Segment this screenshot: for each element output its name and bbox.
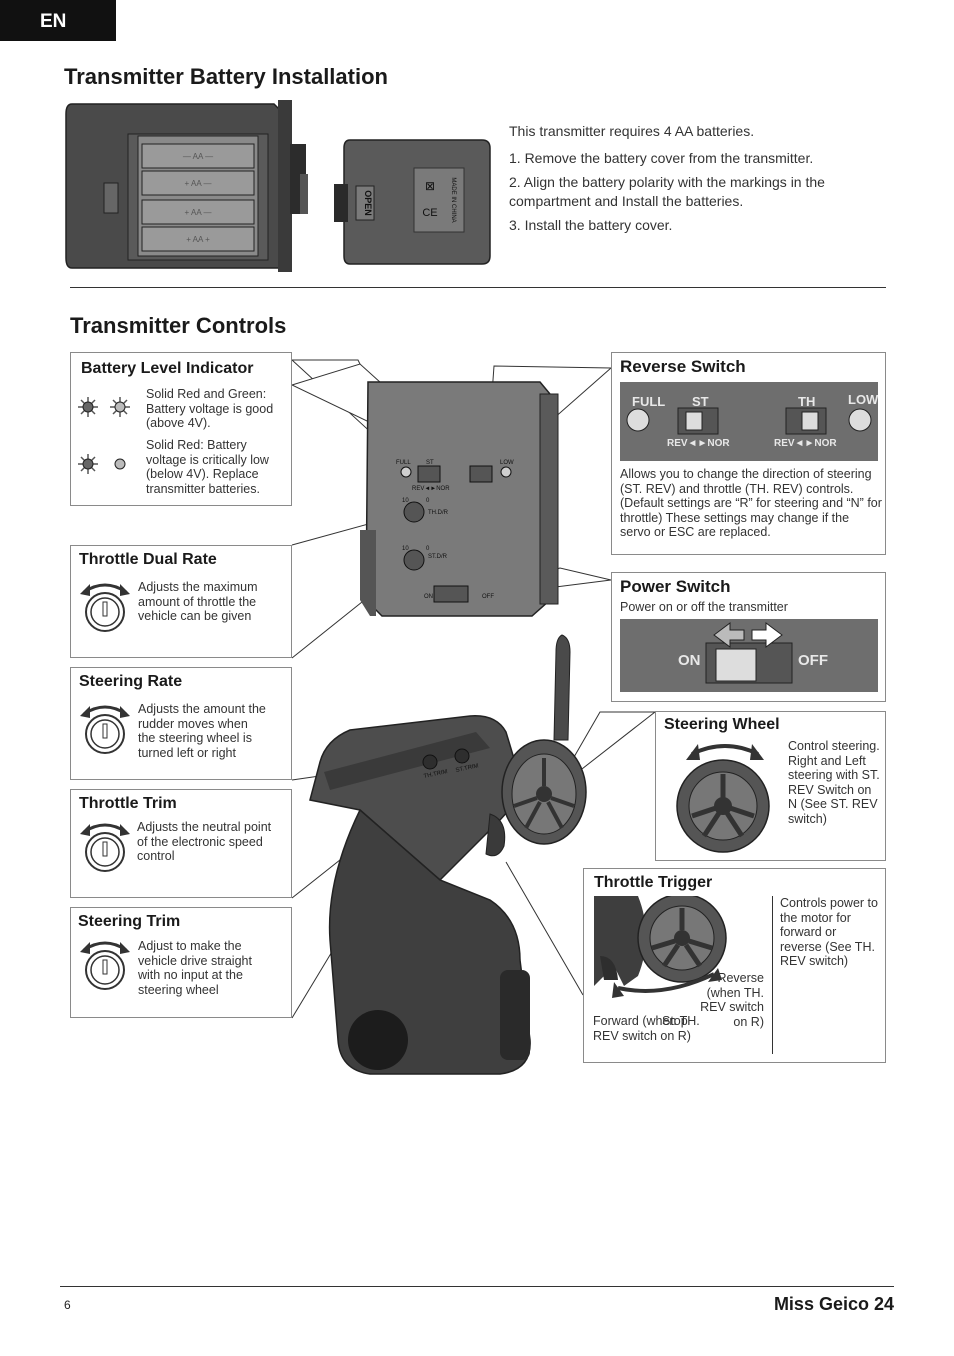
reverse-label-rev-nor-st: REV◄►NOR: [667, 438, 730, 449]
battery-intro: This transmitter requires 4 AA batteries…: [509, 123, 755, 139]
svg-text:⊠: ⊠: [425, 179, 435, 193]
page-number: 6: [64, 1298, 71, 1312]
panel-label-rev-nor: REV◄►NOR: [412, 486, 450, 492]
battery-step-1: 1. Remove the battery cover from the tra…: [509, 150, 814, 166]
battery-step-3: 3. Install the battery cover.: [509, 217, 673, 233]
cover-made-in-label: MADE IN CHINA: [450, 177, 456, 222]
svg-text:CE: CE: [422, 207, 437, 219]
throttle-trigger-divider: [772, 896, 773, 1054]
throttle-trigger-title: Throttle Trigger: [594, 874, 713, 891]
transmitter-illustration: FULL ST LOW REV◄►NOR 10 0 TH.D/R 10 0 ST…: [309, 381, 587, 1075]
throttle-trim-knob-icon: [80, 823, 130, 872]
led-red-only-icon: [78, 454, 126, 474]
battery-cover-illustration: OPEN MADE IN CHINA ⊠ CE: [334, 139, 491, 265]
throttle-trigger-forward: Forward (when TH. REV switch on R): [593, 1014, 700, 1043]
throttle-dual-rate-knob-icon: [80, 583, 130, 632]
battery-level-box: [70, 352, 292, 506]
power-label-on: ON: [678, 652, 701, 669]
panel-label-st-trim: ST.TRIM: [455, 763, 479, 774]
panel-label-th-dr: TH.D/R: [428, 510, 449, 516]
steering-wheel-icon: [676, 744, 770, 853]
footer-rule: [60, 1286, 894, 1287]
steering-rate-knob-icon: [80, 705, 130, 754]
reverse-switch-illustration: FULL ST TH LOW REV◄►NOR REV◄►NOR: [620, 382, 878, 461]
panel-label-st: ST: [426, 460, 434, 466]
reverse-label-low: LOW: [848, 392, 878, 407]
panel-label-th-trim: TH.TRIM: [423, 769, 448, 780]
reverse-label-rev-nor-th: REV◄►NOR: [774, 438, 837, 449]
svg-text:— AA —: — AA —: [183, 152, 213, 161]
steering-wheel-desc: Control steering. Right and Left steerin…: [788, 739, 880, 826]
power-switch-desc: Power on or off the transmitter: [620, 600, 788, 614]
steering-rate-desc: Adjusts the amount the rudder moves when…: [138, 702, 266, 760]
reverse-switch-desc: Allows you to change the direction of st…: [620, 467, 882, 539]
section-divider: [70, 287, 886, 288]
steering-wheel-title: Steering Wheel: [664, 716, 780, 733]
battery-install-title: Transmitter Battery Installation: [64, 64, 388, 89]
steering-trim-title: Steering Trim: [78, 913, 181, 930]
led-both-on-icon: [78, 397, 130, 417]
svg-text:+ AA —: + AA —: [185, 179, 212, 188]
reverse-switch-title: Reverse Switch: [620, 357, 746, 376]
battery-step-2: 2. Align the battery polarity with the m…: [509, 174, 825, 209]
steering-rate-title: Steering Rate: [79, 673, 183, 690]
battery-level-title: Battery Level Indicator: [81, 360, 254, 377]
panel-label-low: LOW: [500, 460, 514, 466]
panel-label-zero-1: 0: [426, 498, 430, 504]
product-name: Miss Geico 24: [773, 1294, 894, 1314]
panel-label-ten-2: 10: [402, 546, 409, 552]
throttle-trigger-illustration: [594, 896, 727, 998]
throttle-trigger-reverse: Reverse (when TH. REV switch on R): [700, 971, 764, 1029]
throttle-dual-rate-title: Throttle Dual Rate: [79, 551, 217, 568]
throttle-trigger-desc: Controls power to the motor for forward …: [780, 896, 878, 968]
power-switch-illustration: ON OFF: [620, 619, 878, 692]
svg-text:+ AA —: + AA —: [185, 208, 212, 217]
language-tab: EN: [0, 0, 116, 41]
throttle-trim-desc: Adjusts the neutral point of the electro…: [137, 820, 272, 863]
panel-label-full: FULL: [396, 460, 411, 466]
battery-level-low-text: Solid Red: Battery voltage is critically…: [146, 438, 269, 496]
steering-trim-knob-icon: [80, 941, 130, 990]
battery-level-good-text: Solid Red and Green: Battery voltage is …: [146, 387, 274, 430]
throttle-trim-title: Throttle Trim: [79, 795, 177, 812]
throttle-trigger-stop: Stop: [662, 1014, 688, 1028]
power-label-off: OFF: [798, 652, 828, 669]
cover-open-label: OPEN: [363, 190, 373, 216]
throttle-dual-rate-desc: Adjusts the maximum amount of throttle t…: [138, 580, 258, 623]
reverse-label-st: ST: [692, 394, 709, 409]
panel-label-on: ON: [424, 594, 433, 600]
svg-text:+ AA +: + AA +: [186, 235, 210, 244]
transmitter-controls-title: Transmitter Controls: [70, 313, 287, 338]
reverse-label-th: TH: [798, 394, 815, 409]
steering-trim-desc: Adjust to make the vehicle drive straigh…: [138, 939, 252, 997]
panel-label-off: OFF: [482, 594, 494, 600]
reverse-label-full: FULL: [632, 394, 665, 409]
panel-label-zero-2: 0: [426, 546, 430, 552]
power-switch-title: Power Switch: [620, 577, 731, 596]
panel-label-st-dr: ST.D/R: [428, 554, 448, 560]
battery-compartment-illustration: — AA — + AA — + AA — + AA +: [65, 100, 308, 272]
panel-label-ten-1: 10: [402, 498, 409, 504]
